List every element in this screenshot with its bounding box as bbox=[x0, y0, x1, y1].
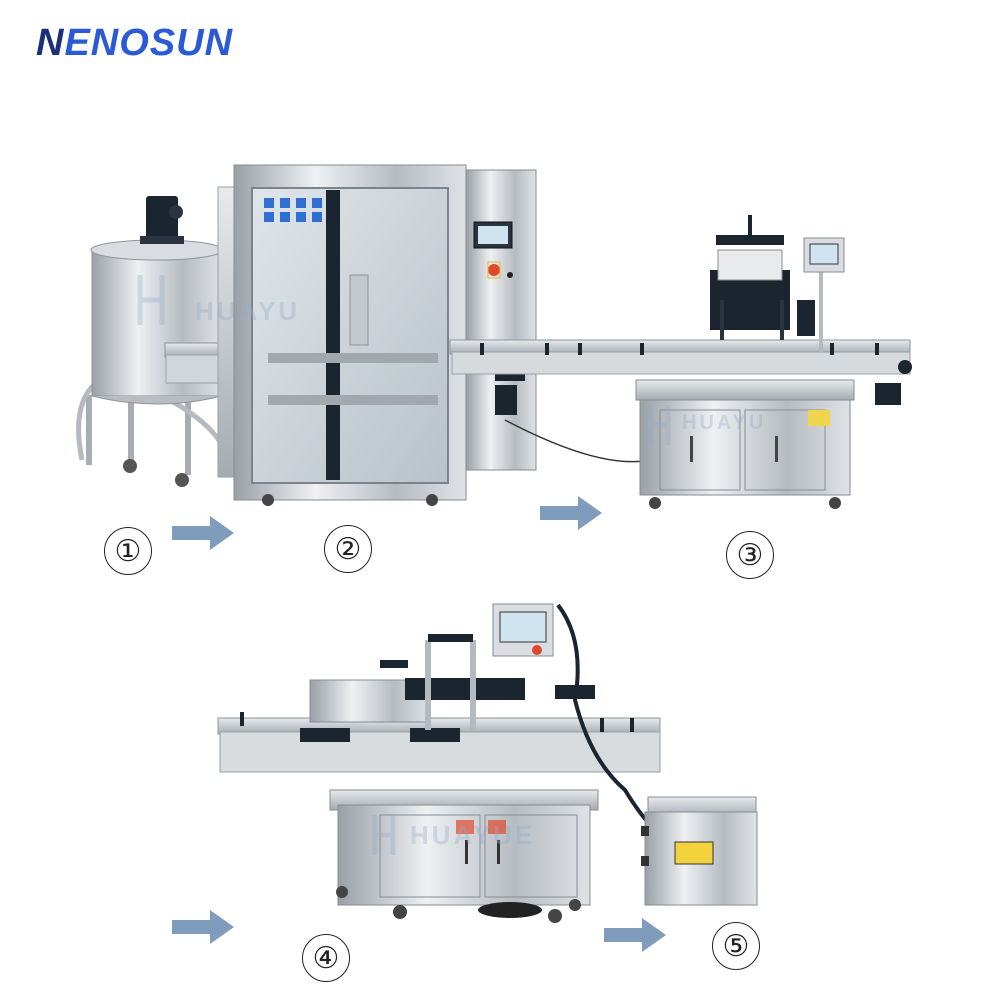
step-number-1: ① bbox=[104, 527, 152, 575]
watermark-text: HUAYU bbox=[195, 296, 301, 326]
watermark-text: HUAYU bbox=[682, 412, 767, 434]
step-number-4: ④ bbox=[302, 934, 350, 982]
arrow-right-icon bbox=[172, 910, 234, 944]
inkjet-printer bbox=[641, 796, 758, 906]
labeling-machine bbox=[217, 603, 661, 923]
brand-logo: NENOSUN bbox=[36, 22, 233, 65]
watermark-h-marks bbox=[137, 275, 671, 855]
step-number-5: ⑤ bbox=[712, 922, 760, 970]
mixing-tank bbox=[76, 196, 228, 487]
arrow-right-icon bbox=[172, 516, 234, 550]
arrow-right-icon bbox=[540, 496, 602, 530]
conveyor-2-3 bbox=[449, 339, 912, 463]
watermark-text: HUAYUE bbox=[410, 820, 536, 850]
brand-logo-initial: N bbox=[36, 22, 65, 64]
step-number-3: ③ bbox=[726, 531, 774, 579]
filling-machine bbox=[164, 164, 537, 506]
step-number-2: ② bbox=[324, 525, 372, 573]
capping-machine bbox=[635, 215, 901, 509]
brand-logo-rest: ENOSUN bbox=[64, 22, 234, 64]
arrow-right-icon bbox=[604, 918, 666, 952]
